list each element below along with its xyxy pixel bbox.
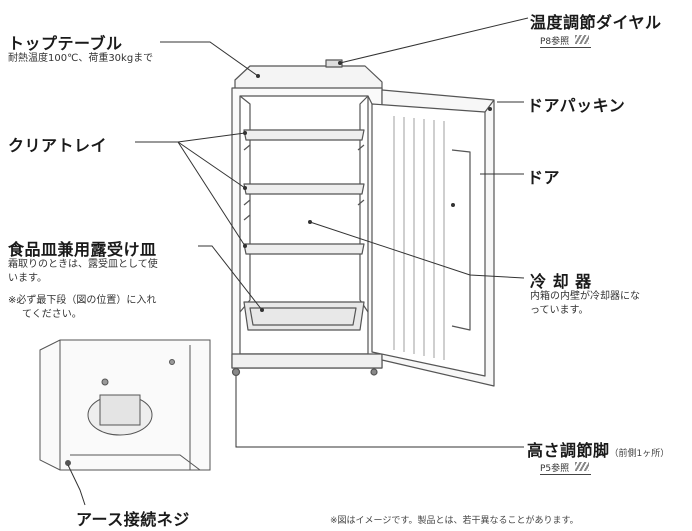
top-table-surface bbox=[235, 66, 382, 90]
leg-suffix: （前側1ヶ所） bbox=[610, 449, 670, 459]
top-table-note: 耐熱温度100℃、荷重30kgまで bbox=[8, 52, 153, 66]
drip-tray-note-2: います。 bbox=[8, 272, 47, 286]
dial-ref: P8参照 bbox=[540, 34, 591, 48]
drip-tray-title: 食品皿兼用露受け皿 bbox=[8, 236, 157, 260]
dial-title: 温度調節ダイヤル bbox=[530, 9, 662, 33]
top-table-title: トップテーブル bbox=[8, 30, 123, 54]
cooler-note-1: 内箱の内壁が冷却器にな bbox=[530, 290, 640, 304]
door-packing-title: ドアパッキン bbox=[527, 92, 625, 116]
clear-tray-title: クリアトレイ bbox=[8, 132, 107, 156]
drip-tray-warning-2: てください。 bbox=[22, 308, 82, 322]
footnote: ※図はイメージです。製品とは、若干異なることがあります。 bbox=[330, 513, 579, 526]
leg-ref: P5参照 bbox=[540, 461, 591, 475]
drip-tray bbox=[244, 302, 364, 330]
drip-tray-warning-1: ※必ず最下段（図の位置）に入れ bbox=[8, 294, 156, 308]
drip-tray-note-1: 霜取りのときは、露受皿として使 bbox=[8, 258, 158, 272]
door-title: ドア bbox=[527, 164, 560, 188]
cooler-title: 冷 却 器 bbox=[530, 268, 592, 292]
leg-foot bbox=[233, 369, 240, 376]
leg-label: 高さ調節脚（前側1ヶ所） bbox=[527, 437, 669, 461]
ground-screw-title: アース接続ネジ bbox=[76, 506, 190, 530]
ground-screw-point bbox=[66, 461, 71, 466]
leg-title: 高さ調節脚 bbox=[527, 441, 610, 460]
cooler-note-2: っています。 bbox=[530, 304, 589, 318]
compressor-inset bbox=[40, 340, 210, 470]
